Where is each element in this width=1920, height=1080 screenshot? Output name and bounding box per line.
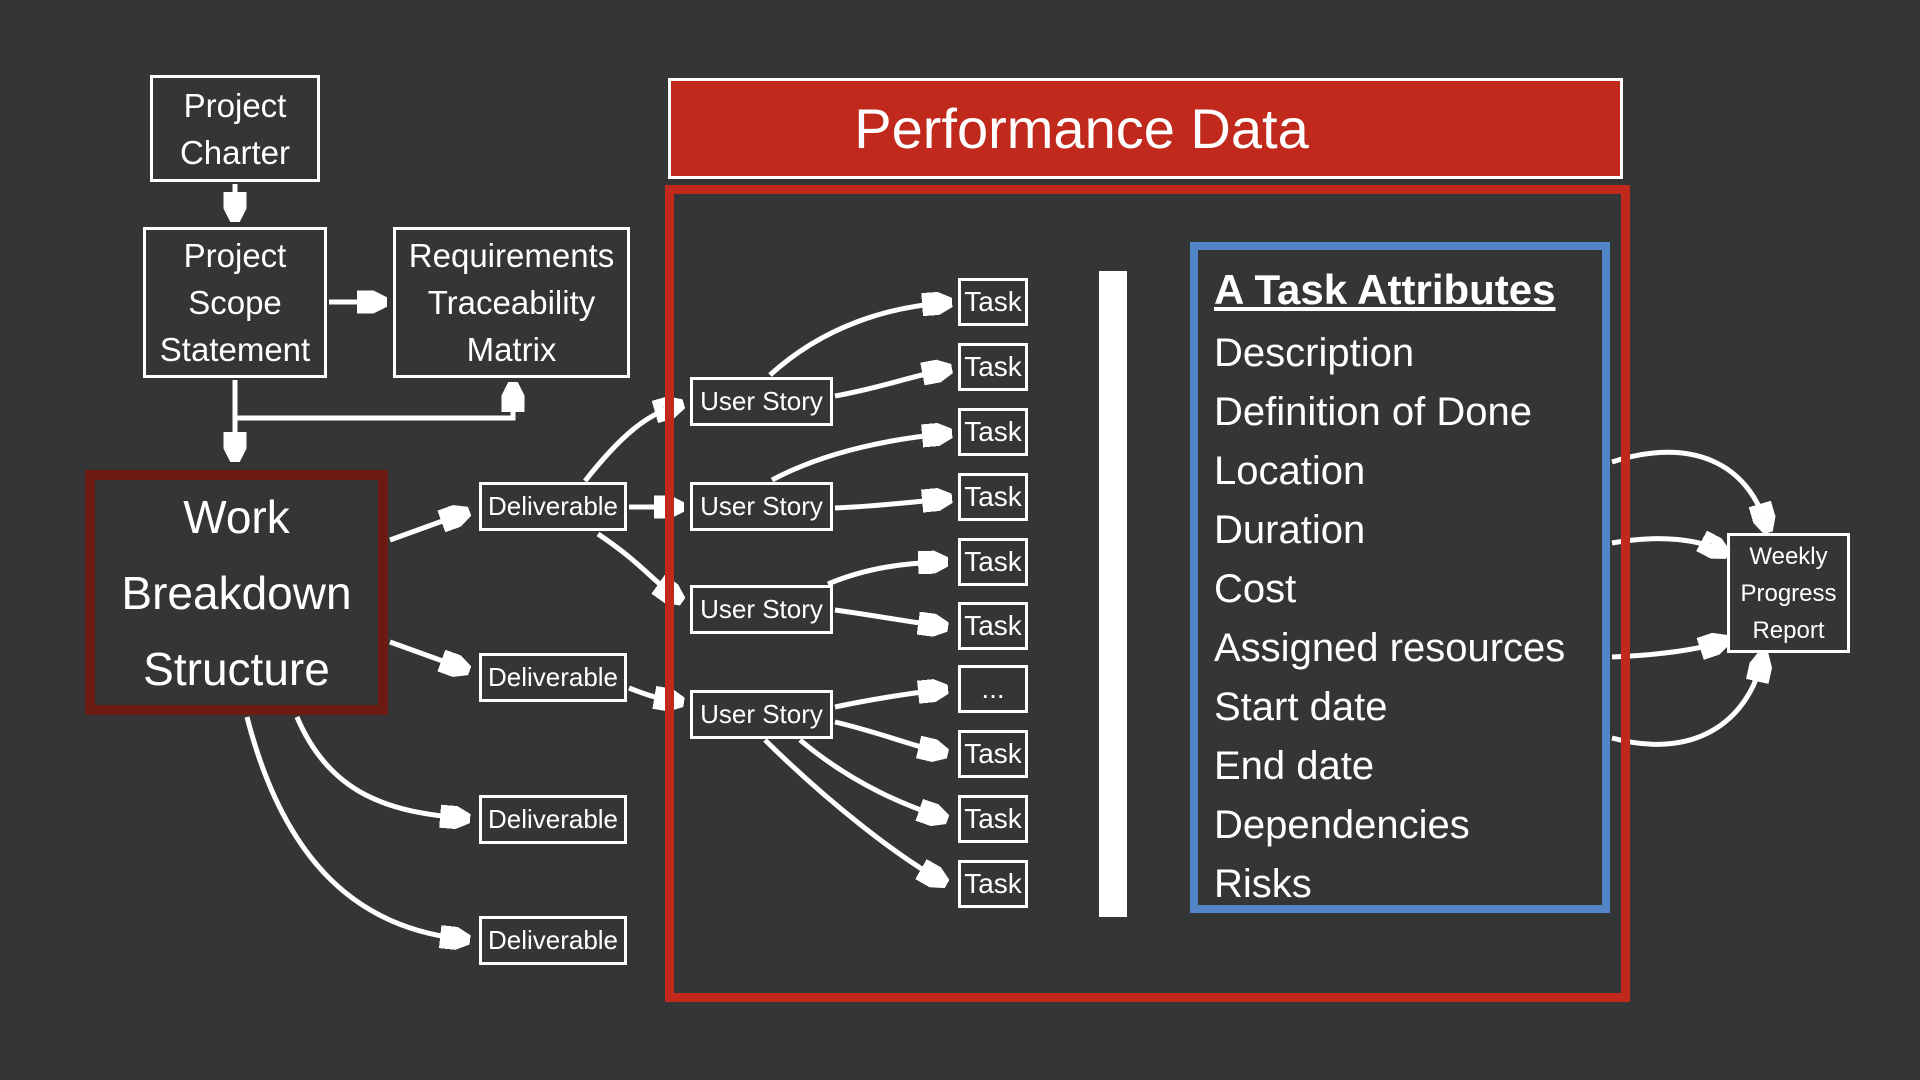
task-attribute-item: Description: [1214, 331, 1415, 375]
arrow-wbs-to-deliverable-1: [389, 514, 462, 543]
task-attributes-title: A Task Attributes: [1214, 266, 1556, 313]
arrow-attrs-to-wpr-bottom: [1611, 660, 1762, 747]
arrow-wbs-to-deliverable-4: [244, 716, 462, 939]
task-attribute-item: End date: [1214, 744, 1375, 788]
arrow-deliverable1-to-us1: [583, 406, 676, 483]
task-box: Task: [958, 278, 1028, 326]
task-box: Task: [958, 602, 1028, 650]
performance-data-container: [665, 185, 1630, 1002]
user-story-box: User Story: [690, 482, 833, 531]
deliverable-box: Deliverable: [479, 482, 627, 531]
deliverable-box: Deliverable: [479, 653, 627, 702]
task-box: Task: [958, 730, 1028, 778]
task-box: Task: [958, 795, 1028, 843]
task-box: Task: [958, 860, 1028, 908]
project-scope-statement-box: Project Scope Statement: [143, 227, 327, 378]
task-box: Task: [958, 343, 1028, 391]
task-box: Task: [958, 538, 1028, 586]
deliverable-box: Deliverable: [479, 916, 627, 965]
arrow-wbs-to-deliverable-3: [294, 716, 462, 818]
arrow-wbs-to-deliverable-2: [389, 639, 462, 668]
work-breakdown-structure-box: Work Breakdown Structure: [85, 470, 388, 715]
task-attribute-item: Cost: [1214, 567, 1297, 611]
task-box: ...: [958, 665, 1028, 713]
weekly-progress-report-box: Weekly Progress Report: [1727, 533, 1850, 653]
arrow-attrs-to-wpr-top: [1611, 449, 1766, 525]
user-story-box: User Story: [690, 377, 833, 426]
divider-bar: [1099, 271, 1127, 917]
user-story-box: User Story: [690, 585, 833, 634]
task-attribute-item: Duration: [1214, 508, 1366, 552]
task-attribute-item: Dependencies: [1214, 803, 1470, 847]
task-box: Task: [958, 473, 1028, 521]
deliverable-box: Deliverable: [479, 795, 627, 844]
task-attribute-item: Assigned resources: [1214, 626, 1566, 670]
task-attribute-item: Definition of Done: [1214, 390, 1532, 434]
task-attribute-item: Risks: [1214, 862, 1312, 906]
task-attribute-item: Start date: [1214, 685, 1388, 729]
performance-data-header: Performance Data: [668, 78, 1623, 179]
project-charter-box: Project Charter: [150, 75, 320, 182]
task-attribute-item: Location: [1214, 449, 1366, 493]
user-story-box: User Story: [690, 690, 833, 739]
task-box: Task: [958, 408, 1028, 456]
arrow-branch-to-rtm: [235, 390, 513, 421]
requirements-traceability-matrix-box: Requirements Traceability Matrix: [393, 227, 630, 378]
